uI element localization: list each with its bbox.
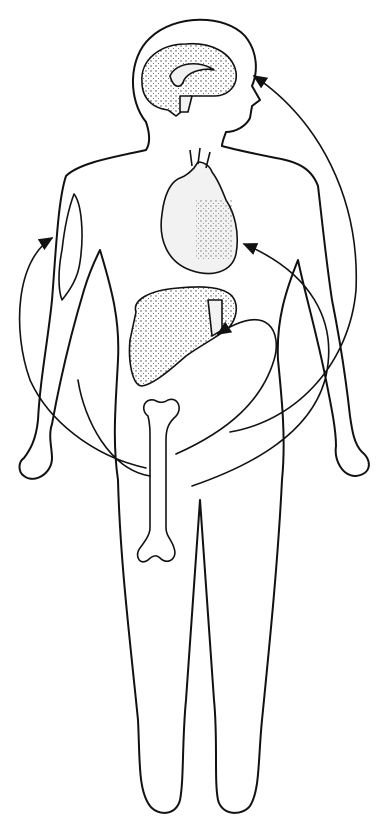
arrow-to-arm-muscle [20, 238, 146, 468]
heart-shading [196, 200, 232, 260]
arrow-to-heart [192, 244, 329, 486]
bone [138, 399, 180, 562]
neck-outline [146, 122, 149, 150]
arm-muscle [59, 194, 82, 300]
brain-stem [180, 96, 192, 112]
arrow-to-brain [230, 76, 356, 432]
